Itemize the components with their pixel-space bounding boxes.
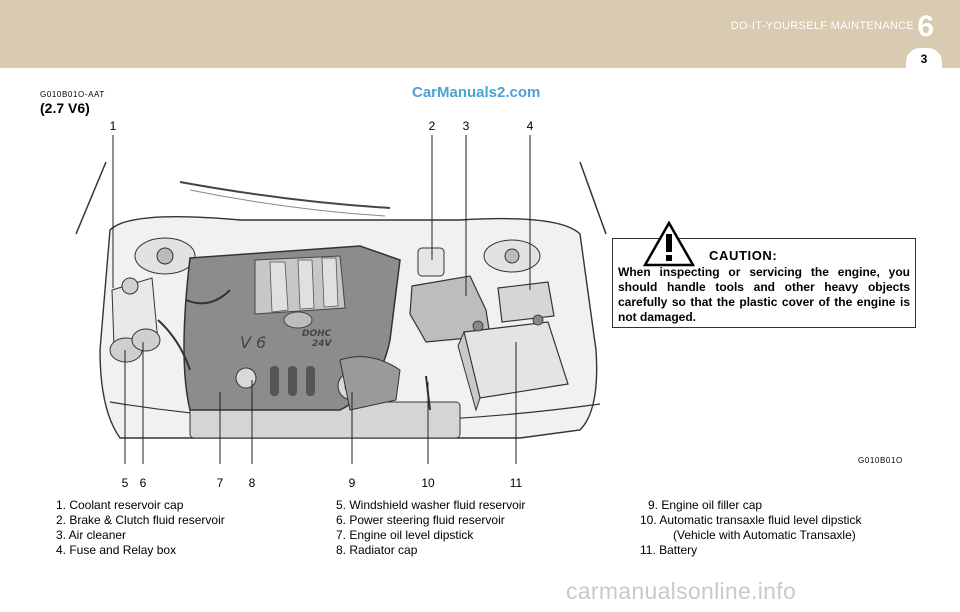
legend-column-3: 9. Engine oil filler cap 10. Automatic t… [640, 498, 861, 558]
legend-item: 2. Brake & Clutch fluid reservoir [56, 513, 225, 527]
engine-label: (2.7 V6) [40, 100, 90, 116]
engine-bay-illustration: V 6 DOHC 24V [75, 135, 607, 464]
callout-3: 3 [462, 119, 470, 133]
callout-2: 2 [428, 119, 436, 133]
legend-item: 5. Windshield washer fluid reservoir [336, 498, 526, 512]
header-band [0, 0, 960, 68]
legend-item-continuation: (Vehicle with Automatic Transaxle) [673, 528, 856, 542]
callout-5: 5 [121, 476, 129, 490]
callout-10: 10 [421, 476, 435, 490]
legend-item: 4. Fuse and Relay box [56, 543, 177, 557]
figure-code: G010B01O [858, 456, 903, 465]
legend-column-1: 1. Coolant reservoir cap 2. Brake & Clut… [56, 498, 225, 558]
legend-item: 11. Battery [640, 543, 698, 557]
caution-box: CAUTION: When inspecting or servicing th… [612, 221, 916, 328]
section-title: DO-IT-YOURSELF MAINTENANCE [730, 20, 914, 32]
callout-1: 1 [109, 119, 117, 133]
callout-6: 6 [139, 476, 147, 490]
legend-item: 3. Air cleaner [56, 528, 127, 542]
legend-item: 10. Automatic transaxle fluid level dips… [640, 513, 862, 527]
legend-item: 8. Radiator cap [336, 543, 418, 557]
callout-4: 4 [526, 119, 534, 133]
legend-column-2: 5. Windshield washer fluid reservoir 6. … [336, 498, 525, 558]
engine-badge-24v: 24V [312, 339, 333, 349]
watermark-top[interactable]: CarManuals2.com [412, 84, 541, 101]
callout-8: 8 [248, 476, 256, 490]
page-tab [906, 48, 942, 74]
engine-badge-dohc: DOHC [302, 329, 332, 339]
caution-text: When inspecting or servicing the engine,… [618, 265, 910, 324]
callout-9: 9 [348, 476, 356, 490]
legend-item: 1. Coolant reservoir cap [56, 498, 184, 512]
legend-item: 7. Engine oil level dipstick [336, 528, 474, 542]
legend-item: 9. Engine oil filler cap [648, 498, 763, 512]
callout-7: 7 [216, 476, 224, 490]
watermark-bottom[interactable]: carmanualsonline.info [566, 578, 797, 604]
callout-11: 11 [509, 476, 523, 490]
chapter-number: 6 [917, 10, 934, 43]
caution-title: CAUTION: [709, 248, 778, 263]
engine-badge-v6: V 6 [240, 333, 266, 352]
legend-item: 6. Power steering fluid reservoir [336, 513, 505, 527]
page-number: 3 [920, 52, 928, 66]
doc-code: G010B01O-AAT [40, 90, 105, 99]
warning-triangle-icon [643, 221, 695, 267]
